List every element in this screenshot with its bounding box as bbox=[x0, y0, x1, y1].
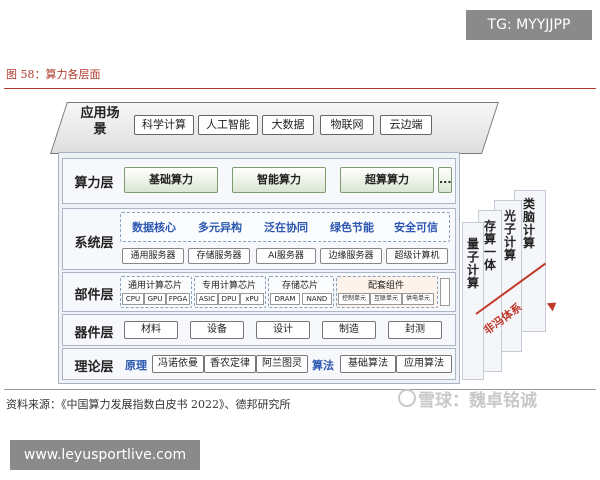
app-item: 物联网 bbox=[320, 115, 374, 135]
principle-item: 香农定律 bbox=[204, 355, 256, 373]
component-group-title: 配套组件 bbox=[367, 281, 404, 291]
chip: ASIC bbox=[196, 293, 218, 305]
system-feature: 绿色节能 bbox=[330, 221, 374, 234]
component-group-title: 存储芯片 bbox=[281, 281, 318, 291]
chip: NAND bbox=[302, 293, 332, 305]
application-label: 应用场景 bbox=[80, 106, 120, 137]
compute-layer-label: 算力层 bbox=[74, 176, 114, 191]
device-item: 封测 bbox=[388, 321, 442, 339]
component-layer-label: 部件层 bbox=[74, 288, 114, 303]
device-layer-label: 器件层 bbox=[74, 326, 114, 341]
chip: 互联单元 bbox=[370, 293, 402, 305]
system-feature: 多元异构 bbox=[198, 221, 242, 234]
chip: 供电单元 bbox=[402, 293, 434, 305]
source-rule bbox=[4, 389, 596, 390]
brain-like-label: 类脑计算 bbox=[522, 197, 535, 250]
app-item: 人工智能 bbox=[198, 115, 258, 135]
app-item: 大数据 bbox=[262, 115, 314, 135]
system-layer-label: 系统层 bbox=[74, 236, 114, 251]
app-item: 科学计算 bbox=[134, 115, 194, 135]
url-overlay-badge: www.leyusportlive.com bbox=[10, 440, 200, 470]
algorithm-item: 基础算法 bbox=[340, 355, 396, 373]
compute-item: 超算算力 bbox=[340, 167, 434, 193]
compute-item: 基础算力 bbox=[124, 167, 218, 193]
quantum-label: 量子计算 bbox=[466, 237, 479, 290]
server-type: 存储服务器 bbox=[188, 248, 250, 264]
chip: FPGA bbox=[166, 293, 190, 305]
chip: xPU bbox=[240, 293, 264, 305]
compute-item: 智能算力 bbox=[232, 167, 326, 193]
chip: DPU bbox=[218, 293, 240, 305]
component-group-title: 通用计算芯片 bbox=[127, 281, 182, 291]
server-type: 通用服务器 bbox=[122, 248, 184, 264]
principle-item: 冯诺依曼 bbox=[152, 355, 204, 373]
server-type: 边缘服务器 bbox=[320, 248, 382, 264]
slab-quantum bbox=[462, 222, 484, 380]
app-item: 云边端 bbox=[380, 115, 432, 135]
device-item: 材料 bbox=[124, 321, 178, 339]
system-feature: 数据核心 bbox=[132, 221, 176, 234]
device-item: 制造 bbox=[322, 321, 376, 339]
title-rule bbox=[4, 88, 596, 89]
theory-layer-label: 理论层 bbox=[74, 360, 114, 375]
system-features-box bbox=[120, 212, 450, 242]
system-feature: 泛在协同 bbox=[264, 221, 308, 234]
device-item: 设备 bbox=[190, 321, 244, 339]
component-more-box bbox=[440, 278, 450, 306]
principle-item: 阿兰图灵 bbox=[256, 355, 308, 373]
chip: GPU bbox=[144, 293, 166, 305]
chip: DRAM bbox=[270, 293, 300, 305]
principle-label: 原理 bbox=[125, 359, 147, 372]
chip: CPU bbox=[122, 293, 144, 305]
component-group-title: 专用计算芯片 bbox=[201, 281, 256, 291]
photon-label: 光子计算 bbox=[503, 209, 516, 262]
telegram-overlay-badge: TG: MYYJJPP bbox=[466, 10, 592, 40]
watermark-text: 雪球：魏卓铭诚 bbox=[418, 391, 537, 411]
chip: 控制单元 bbox=[338, 293, 370, 305]
arrow-head-icon bbox=[546, 298, 560, 312]
figure-source: 资料来源：《中国算力发展指数白皮书 2022》、德邦研究所 bbox=[6, 398, 291, 411]
system-feature: 安全可信 bbox=[394, 221, 438, 234]
server-type: AI服务器 bbox=[256, 248, 316, 264]
server-type: 超级计算机 bbox=[386, 248, 448, 264]
algorithm-item: 应用算法 bbox=[396, 355, 452, 373]
compute-more: ... bbox=[438, 167, 452, 193]
figure-title: 图 58：算力各层面 bbox=[6, 68, 101, 81]
device-item: 设计 bbox=[256, 321, 310, 339]
algorithm-label: 算法 bbox=[312, 359, 334, 372]
xueqiu-logo-icon bbox=[398, 389, 416, 407]
storage-compute-label: 存算一体 bbox=[483, 219, 496, 272]
